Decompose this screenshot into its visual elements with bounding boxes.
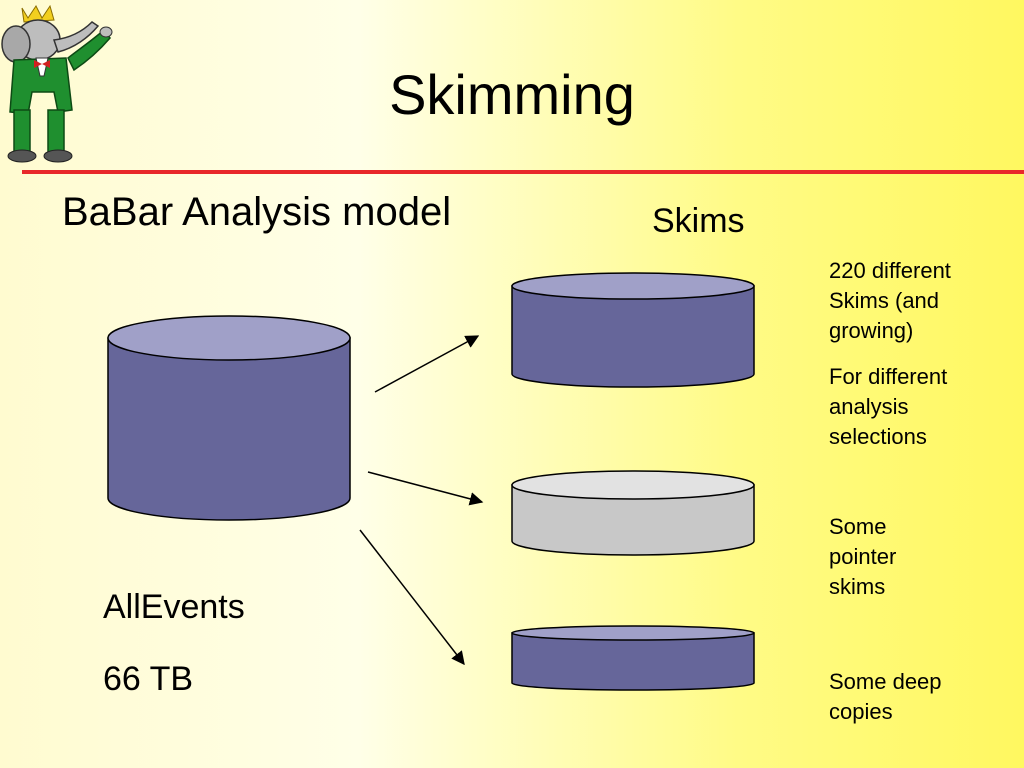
arrow-to-pointer-skim xyxy=(367,471,484,506)
skims-heading: Skims xyxy=(652,202,745,240)
arrow-to-deep-copy xyxy=(359,529,465,666)
page-title: Skimming xyxy=(389,63,635,126)
arrow-to-skim-top xyxy=(374,335,480,393)
subtitle: BaBar Analysis model xyxy=(62,190,452,234)
babar-elephant-logo xyxy=(1,4,113,163)
note-skim-count: 220 different Skims (and growing) xyxy=(829,258,951,343)
allevents-label: AllEvents xyxy=(103,588,245,626)
note-deep-copies: Some deep copies xyxy=(829,669,942,724)
title-divider xyxy=(22,170,1024,174)
allevents-cylinder xyxy=(107,315,351,521)
trunk-shape xyxy=(52,21,100,53)
pointer-skim-cylinder xyxy=(511,470,755,556)
deep-copy-cylinder xyxy=(511,625,755,691)
note-analysis-selections: For different analysis selections xyxy=(829,364,948,449)
note-pointer-skims: Some pointer skims xyxy=(829,514,897,599)
arm-shape xyxy=(67,28,111,72)
hand-shape xyxy=(99,26,113,38)
skim-cylinder-top xyxy=(511,272,755,388)
allevents-size: 66 TB xyxy=(103,660,194,698)
